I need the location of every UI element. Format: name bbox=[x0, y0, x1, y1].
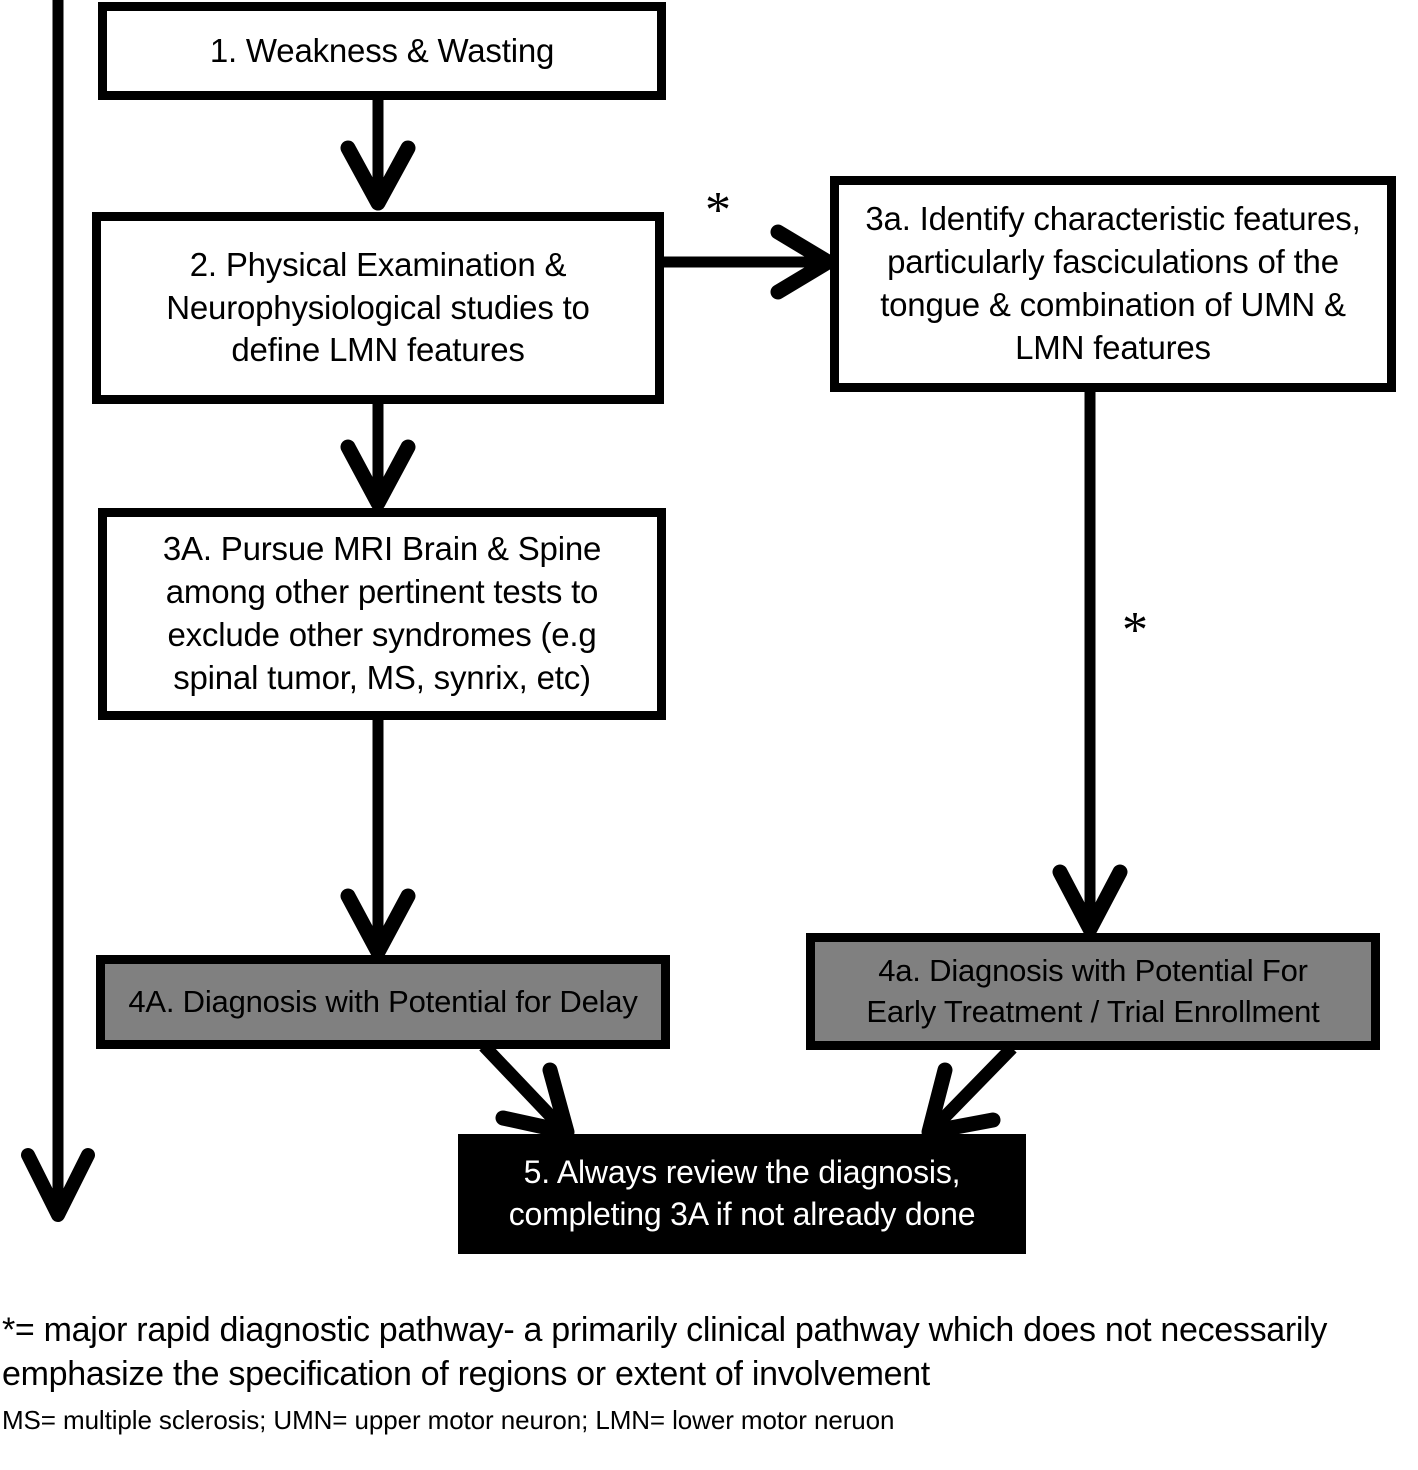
arrow-box3A-to-box4A bbox=[340, 720, 416, 960]
node-pursue-mri[interactable]: 3A. Pursue MRI Brain & Spine among other… bbox=[98, 508, 666, 720]
node-label: 1. Weakness & Wasting bbox=[209, 31, 555, 69]
node-identify-characteristic-features[interactable]: 3a. Identify characteristic features, pa… bbox=[830, 176, 1396, 392]
arrow-box1-to-box2 bbox=[340, 100, 416, 211]
node-label: 4a. Diagnosis with Potential For Early T… bbox=[866, 953, 1320, 1029]
arrow-left-bypass bbox=[21, 0, 95, 1222]
arrow-box4a-to-box5 bbox=[921, 1043, 1017, 1140]
footnote-block: *= major rapid diagnostic pathway- a pri… bbox=[2, 1308, 1416, 1438]
node-diagnosis-potential-delay[interactable]: 4A. Diagnosis with Potential for Delay bbox=[96, 955, 670, 1049]
arrow-box4A-to-box5 bbox=[479, 1041, 575, 1140]
footnote-major-pathway: *= major rapid diagnostic pathway- a pri… bbox=[2, 1311, 1328, 1394]
arrow-box2-to-box3a bbox=[663, 224, 836, 300]
node-physical-examination[interactable]: 2. Physical Examination & Neurophysiolog… bbox=[92, 212, 664, 404]
footnote-abbreviations: MS= multiple sclerosis; UMN= upper motor… bbox=[2, 1405, 895, 1436]
node-label: 3a. Identify characteristic features, pa… bbox=[865, 200, 1361, 366]
arrow-box3a-to-box4a bbox=[1052, 392, 1128, 937]
node-label: 5. Always review the diagnosis, completi… bbox=[508, 1154, 976, 1232]
asterisk-marker-pathway-right: * bbox=[1122, 602, 1148, 659]
arrow-box2-to-box3A bbox=[340, 404, 416, 511]
node-always-review-diagnosis[interactable]: 5. Always review the diagnosis, completi… bbox=[458, 1134, 1026, 1254]
node-label: 2. Physical Examination & Neurophysiolog… bbox=[166, 245, 590, 369]
node-label: 3A. Pursue MRI Brain & Spine among other… bbox=[162, 530, 602, 696]
node-label: 4A. Diagnosis with Potential for Delay bbox=[128, 983, 638, 1019]
node-diagnosis-early-treatment[interactable]: 4a. Diagnosis with Potential For Early T… bbox=[806, 933, 1380, 1050]
asterisk-marker-pathway-top: * bbox=[705, 182, 731, 239]
node-weakness-wasting[interactable]: 1. Weakness & Wasting bbox=[98, 2, 666, 100]
